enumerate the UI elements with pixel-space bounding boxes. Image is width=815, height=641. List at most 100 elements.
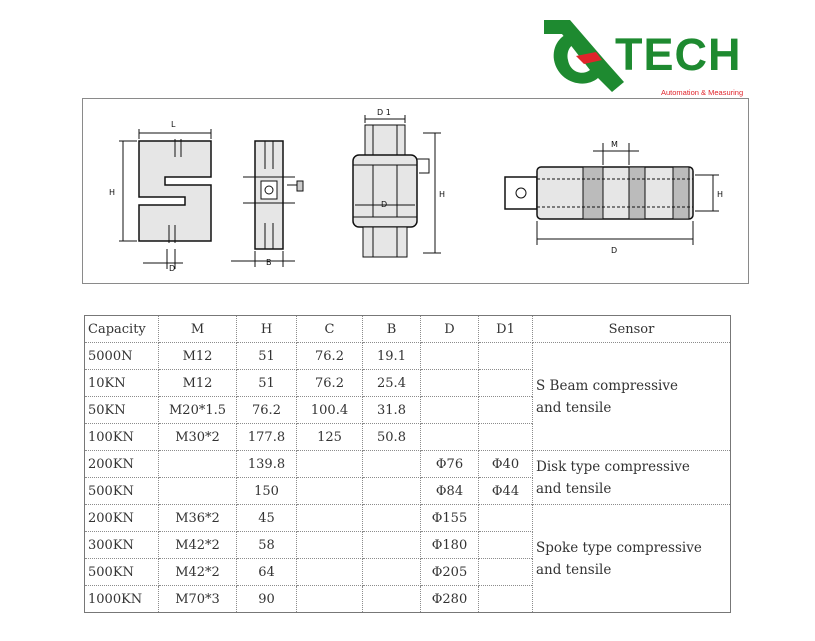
header-m: M [158,315,237,343]
cell-capacity: 300KN [84,531,159,559]
cell-d: Φ280 [420,585,479,613]
header-c: C [296,315,363,343]
cell-b: 25.4 [362,369,421,397]
qtech-logo: TECH Automation & Measuring [540,12,755,100]
table-row: 200KN 139.8 Φ76 Φ40 Disk type compressiv… [84,450,731,505]
label-M: M [611,140,618,149]
cell-h: 90 [236,585,297,613]
label-B: B [266,258,272,267]
cell-capacity: 50KN [84,396,159,424]
cell-h: 58 [236,531,297,559]
table-header-row: Capacity M H C B D D1 Sensor [84,315,731,343]
cell-d1: Φ44 [478,477,533,505]
label-H-disk: H [439,190,445,199]
sensor-line2: and tensile [536,561,612,578]
specification-table: Capacity M H C B D D1 Sensor 5000N M12 5… [84,315,731,613]
logo-tagline: Automation & Measuring [661,88,744,97]
cell-d1 [478,396,533,424]
cell-d1 [478,585,533,613]
cell-c [296,450,363,478]
cell-d1: Φ40 [478,450,533,478]
sensor-spoke-type: Spoke type compressive and tensile [532,504,731,613]
cell-d1 [478,342,533,370]
cell-m [158,477,237,505]
cell-b [362,504,421,532]
table-row: 200KN M36*2 45 Φ155 Spoke type compressi… [84,504,731,613]
cell-b: 31.8 [362,396,421,424]
cell-b [362,477,421,505]
sensor-line1: S Beam compressive [536,377,678,394]
cell-d [420,423,479,451]
table-row: 1000KN M70*3 90 Φ280 [84,585,731,613]
cell-b: 19.1 [362,342,421,370]
q-swoosh-icon [544,20,624,92]
cell-m: M30*2 [158,423,237,451]
label-H-spoke: H [717,190,723,199]
cell-c [296,531,363,559]
cell-m: M36*2 [158,504,237,532]
s-beam-side-view [231,140,304,267]
cell-b [362,450,421,478]
cell-m: M12 [158,342,237,370]
header-h: H [236,315,297,343]
label-H-sbeam: H [109,188,115,197]
header-sensor: Sensor [532,315,731,343]
sensor-disk-type: Disk type compressive and tensile [532,450,731,505]
table-row: 100KN M30*2 177.8 125 50.8 [84,423,731,451]
label-D-spoke: D [611,246,617,255]
header-d: D [420,315,479,343]
cell-h: 64 [236,558,297,586]
sensor-line2: and tensile [536,399,612,416]
cell-m: M42*2 [158,558,237,586]
cell-c: 100.4 [296,396,363,424]
label-D-sbeam: D [169,264,175,273]
label-L: L [171,120,176,129]
cell-d1 [478,423,533,451]
cell-c [296,585,363,613]
cell-d: Φ205 [420,558,479,586]
sensor-line2: and tensile [536,480,612,497]
sensor-line1: Spoke type compressive [536,539,702,556]
cell-d [420,342,479,370]
cell-b [362,585,421,613]
cell-d1 [478,558,533,586]
cell-c [296,558,363,586]
s-beam-front-view [119,129,212,269]
cell-d: Φ84 [420,477,479,505]
cell-h: 76.2 [236,396,297,424]
sensor-line1: Disk type compressive [536,458,690,475]
cell-d [420,396,479,424]
spoke-type-view [504,143,719,245]
cell-capacity: 100KN [84,423,159,451]
table-row: 300KN M42*2 58 Φ180 [84,531,731,559]
cell-m: M12 [158,369,237,397]
cell-d: Φ155 [420,504,479,532]
table-row: 500KN 150 Φ84 Φ44 [84,477,731,505]
cell-h: 177.8 [236,423,297,451]
table-row: 50KN M20*1.5 76.2 100.4 31.8 [84,396,731,424]
cell-d: Φ180 [420,531,479,559]
cell-b: 50.8 [362,423,421,451]
cell-d1 [478,504,533,532]
cell-c: 125 [296,423,363,451]
cell-b [362,558,421,586]
logo-wordmark: TECH [615,29,742,80]
cell-capacity: 500KN [84,477,159,505]
cell-c [296,477,363,505]
cell-c: 76.2 [296,342,363,370]
cell-capacity: 1000KN [84,585,159,613]
label-D-disk: D [381,200,387,209]
table-row: 10KN M12 51 76.2 25.4 [84,369,731,397]
load-cell-diagrams: L H D B D 1 D H M H D [109,108,723,273]
cell-h: 51 [236,369,297,397]
cell-capacity: 500KN [84,558,159,586]
label-D1: D 1 [377,108,391,117]
cell-h: 139.8 [236,450,297,478]
cell-b [362,531,421,559]
cell-m [158,450,237,478]
cell-h: 150 [236,477,297,505]
cell-capacity: 5000N [84,342,159,370]
table-row: 500KN M42*2 64 Φ205 [84,558,731,586]
disk-type-view [352,115,441,258]
cell-capacity: 200KN [84,504,159,532]
